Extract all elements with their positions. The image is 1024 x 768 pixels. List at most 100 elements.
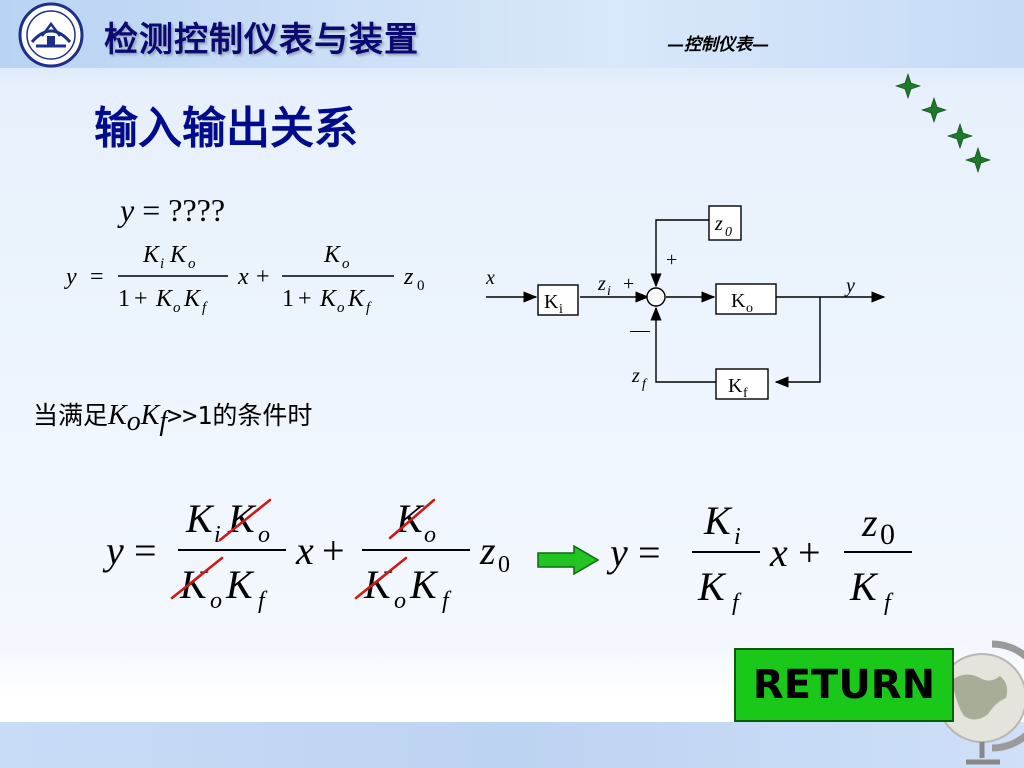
- fl-f1-den-b-sub: f: [258, 588, 268, 614]
- cancelled-formula: y = K i K o K o K f x + K o K o K f z 0: [102, 496, 510, 614]
- fl-f1-den-a: K: [179, 562, 209, 607]
- fs-f1-den-one: 1: [118, 286, 130, 312]
- fs-f1-den-b-sub: f: [202, 300, 208, 316]
- label-zf: z: [631, 365, 640, 387]
- fl-f1-num-b-sub: o: [258, 522, 270, 548]
- footer-band: [0, 722, 1024, 768]
- fr-f1-den: K: [697, 564, 727, 609]
- fl-f2-den-a: K: [363, 562, 393, 607]
- eq-rhs: ????: [168, 192, 226, 228]
- fs-f1-num-b: K: [169, 242, 188, 268]
- fr-f1-num-sub: i: [734, 524, 741, 550]
- fr-f2-num: z: [861, 500, 878, 545]
- block-diagram: x y K i K o K f z 0 z i z f + + —: [485, 205, 886, 401]
- eq-sign: =: [142, 192, 161, 228]
- condition-k2: K: [140, 400, 160, 431]
- block-z0: [708, 205, 742, 241]
- fs-f2-den-a-sub: o: [337, 300, 345, 316]
- label-ko: K: [731, 290, 746, 312]
- fl-z-sub: 0: [498, 552, 510, 578]
- fs-f2-den-one: 1: [282, 286, 294, 312]
- fl-f2-den-b: K: [409, 562, 439, 607]
- condition-suffix: 的条件时: [212, 401, 313, 430]
- return-button[interactable]: RETURN: [734, 648, 954, 722]
- fr-f1-den-sub: f: [732, 590, 742, 616]
- fs-f1-den-a: K: [155, 286, 174, 312]
- fl-f2-num-sub: o: [424, 522, 436, 548]
- university-logo: [18, 2, 84, 68]
- fr-f2-den-sub: f: [884, 590, 894, 616]
- fs-f1-num-a: K: [142, 242, 161, 268]
- implies-arrow-icon: [537, 545, 600, 575]
- fr-f2-den: K: [849, 564, 879, 609]
- condition-s1: o: [126, 406, 141, 437]
- strike-f2-den: [354, 556, 408, 600]
- fs-x: x: [237, 264, 249, 290]
- condition-text: 当满足KoKf>>1的条件时: [33, 396, 312, 438]
- fl-y: y: [102, 528, 124, 573]
- label-ki: K: [544, 291, 559, 313]
- label-kf-sub: f: [743, 386, 748, 401]
- label-ko-sub: o: [746, 301, 753, 316]
- label-z0: z: [714, 213, 723, 235]
- block-ki: [537, 284, 579, 316]
- fs-eq: =: [90, 264, 104, 290]
- fs-f1-den-plus: +: [134, 286, 148, 312]
- fr-y: y: [606, 530, 628, 575]
- fs-f1-den-b: K: [183, 286, 202, 312]
- fs-f2-den-b: K: [347, 286, 366, 312]
- block-ko: [715, 283, 777, 315]
- eq-lhs: y: [120, 192, 135, 228]
- fl-eq: =: [134, 528, 157, 573]
- label-zf-sub: f: [642, 377, 648, 392]
- fr-eq: =: [638, 530, 661, 575]
- condition-k1: K: [108, 400, 127, 431]
- fl-f1-num-a: K: [185, 496, 215, 541]
- fs-plus: +: [256, 264, 270, 290]
- label-zi-sub: i: [607, 284, 611, 299]
- section-tag: —控制仪表—: [667, 35, 769, 55]
- fr-x: x: [769, 530, 788, 575]
- fr-f2-num-sub: 0: [880, 518, 895, 551]
- fs-f1-den-a-sub: o: [173, 300, 181, 316]
- course-title: 检测控制仪表与装置: [104, 20, 419, 60]
- fl-f2-den-b-sub: f: [442, 588, 452, 614]
- fl-f1-num-a-sub: i: [214, 522, 221, 548]
- fs-y: y: [64, 264, 77, 290]
- condition-op: >>1: [167, 401, 213, 430]
- fs-z-sub: 0: [417, 278, 425, 294]
- fs-f2-num: K: [323, 242, 342, 268]
- header-band: [0, 0, 1024, 68]
- fl-x: x: [295, 528, 314, 573]
- label-y: y: [844, 275, 855, 297]
- strike-f2-num: [388, 498, 436, 540]
- fr-plus: +: [798, 530, 821, 575]
- fl-f1-num-b: K: [227, 496, 257, 541]
- fl-plus: +: [322, 528, 345, 573]
- general-formula: y = K i K o 1 + K o K f x + K o 1 + K o …: [64, 242, 425, 316]
- condition-s2: f: [159, 406, 168, 437]
- label-ki-sub: i: [559, 302, 563, 317]
- strike-f1-den: [170, 556, 224, 600]
- decorative-stars-icon: [895, 73, 991, 173]
- label-zi: z: [597, 273, 606, 295]
- label-plus-top: +: [666, 249, 677, 271]
- fs-f1-num-a-sub: i: [160, 256, 164, 272]
- label-z0-sub: 0: [725, 225, 732, 240]
- fs-z: z: [403, 264, 414, 290]
- fs-f1-num-b-sub: o: [188, 256, 196, 272]
- summing-junction: [646, 287, 666, 307]
- label-kf: K: [728, 375, 743, 397]
- globe-icon: [937, 640, 1024, 765]
- fl-f2-den-a-sub: o: [394, 588, 406, 614]
- label-minus: —: [629, 319, 651, 341]
- fr-f1-num: K: [703, 500, 733, 543]
- block-kf: [715, 368, 769, 400]
- fl-f1-den-b: K: [225, 562, 255, 607]
- fl-f2-num: K: [395, 496, 425, 541]
- strike-f1-num: [218, 498, 272, 542]
- result-formula: y = K i K f x + z 0 K f: [606, 500, 912, 616]
- slide-title: 输入输出关系: [94, 103, 358, 154]
- label-x: x: [485, 267, 495, 289]
